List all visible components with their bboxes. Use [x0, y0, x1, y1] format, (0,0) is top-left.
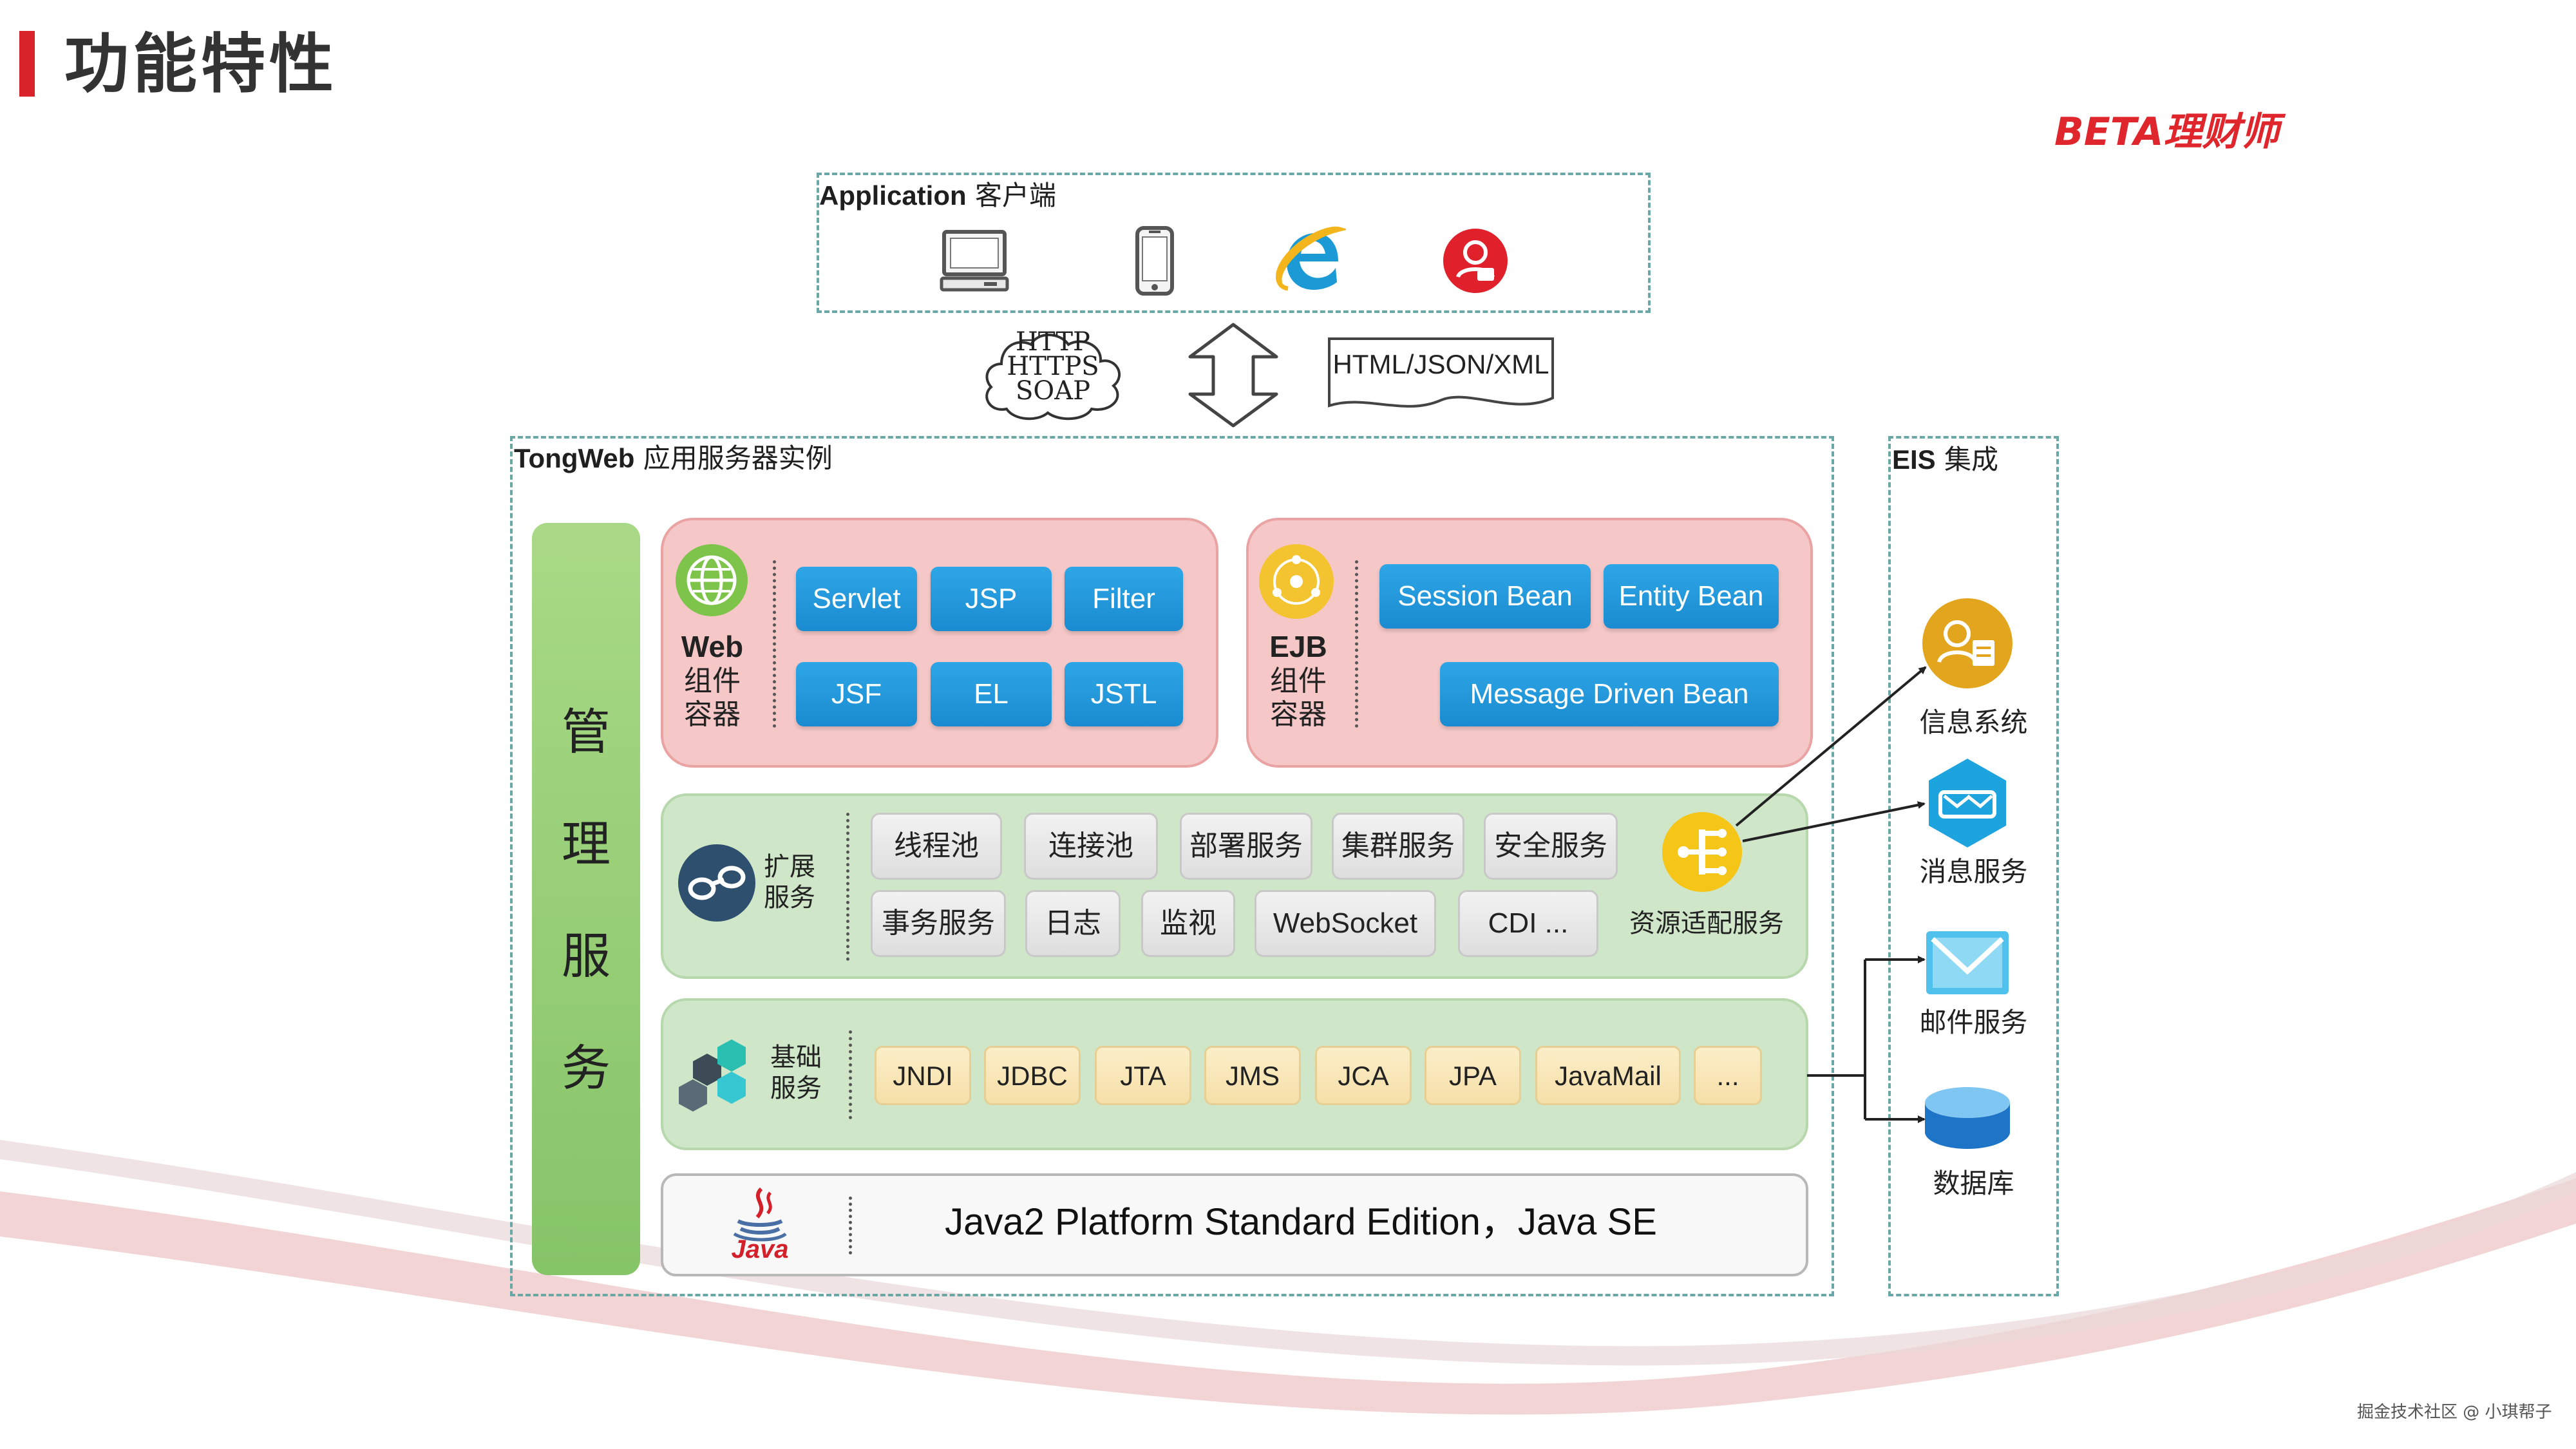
footer-wave-decoration [0, 1140, 2576, 1415]
extension-label-2: 服务 [764, 883, 815, 913]
entity-bean-button: Entity Bean [1604, 564, 1779, 629]
eis-label-database: 数据库 [1933, 1168, 2014, 1199]
jta-button: JTA [1095, 1046, 1191, 1105]
database-icon [1925, 1087, 2010, 1149]
el-button: EL [931, 662, 1052, 726]
management-service-column [532, 523, 640, 1275]
management-char-3: 服 [562, 927, 611, 985]
cluster-service-button: 集群服务 [1332, 813, 1464, 880]
extension-divider [846, 813, 849, 961]
eis-label-mail-service: 邮件服务 [1919, 1007, 2028, 1038]
mobile-phone-icon [1135, 226, 1174, 296]
ejb-container-label: EJB 组件 容器 [1253, 630, 1343, 732]
management-char-1: 管 [562, 703, 611, 761]
mail-icon [1926, 931, 2009, 994]
jsf-button: JSF [796, 662, 917, 726]
message-service-icon [1929, 759, 2006, 848]
data-format-label: HTML/JSON/XML [1332, 349, 1549, 379]
page-title: 功能特性 [64, 26, 337, 102]
jdbc-button: JDBC [984, 1046, 1081, 1105]
java-se-row [661, 1173, 1808, 1276]
websocket-button: WebSocket [1255, 890, 1436, 957]
java-divider [849, 1197, 852, 1255]
base-label: 基础 服务 [770, 1042, 822, 1104]
jsp-button: JSP [931, 567, 1052, 631]
servlet-button: Servlet [796, 567, 917, 631]
resource-adapter-label: 资源适配服务 [1629, 909, 1784, 938]
web-container-title: Web [681, 630, 744, 663]
cdi-button: CDI ... [1458, 890, 1598, 957]
jms-button: JMS [1204, 1046, 1301, 1105]
base-divider [849, 1030, 852, 1119]
server-panel-label: TongWeb 应用服务器实例 [514, 442, 833, 474]
title-accent-bar [19, 31, 35, 97]
base-label-2: 服务 [770, 1074, 822, 1103]
jndi-button: JNDI [875, 1046, 971, 1105]
ejb-container-title: EJB [1269, 630, 1327, 663]
log-button: 日志 [1025, 890, 1121, 957]
protocol-http: HTTP [1016, 327, 1090, 357]
bidirectional-arrow-icon [1188, 323, 1278, 428]
footer-watermark: 掘金技术社区 @ 小琪帮子 [2357, 1403, 2552, 1422]
resource-adapter-icon [1662, 812, 1742, 892]
info-system-icon [1922, 598, 2012, 688]
monitor-button: 监视 [1141, 890, 1235, 957]
ejb-divider [1355, 560, 1358, 728]
protocol-cloud-icon [985, 334, 1121, 421]
web-divider [773, 560, 776, 728]
eis-label-info-system: 信息系统 [1919, 706, 2028, 738]
client-panel [817, 173, 1651, 313]
management-char-2: 理 [562, 815, 611, 873]
jpa-button: JPA [1425, 1046, 1521, 1105]
session-bean-button: Session Bean [1379, 564, 1591, 629]
protocol-soap: SOAP [1016, 376, 1090, 406]
client-panel-label: Application 客户端 [819, 180, 1057, 211]
more-services-button: ... [1694, 1046, 1762, 1105]
extension-label: 扩展 服务 [764, 851, 815, 913]
web-container-label: Web 组件 容器 [667, 630, 757, 732]
web-container-sub-1: 组件 [684, 665, 741, 697]
base-label-1: 基础 [770, 1043, 822, 1072]
ejb-container-sub-1: 组件 [1270, 665, 1327, 697]
extension-label-1: 扩展 [764, 852, 815, 882]
java-logo-text: Java [731, 1235, 789, 1264]
eis-label-message-service: 消息服务 [1919, 856, 2028, 887]
base-service-hexagon-icon [679, 1039, 746, 1112]
java-se-label: Java2 Platform Standard Edition，Java SE [945, 1201, 1657, 1243]
filter-button: Filter [1065, 567, 1183, 631]
globe-icon [676, 544, 748, 616]
management-char-4: 务 [562, 1039, 611, 1097]
security-service-button: 安全服务 [1484, 813, 1618, 880]
ejb-network-icon [1259, 544, 1334, 619]
brand-logo: BETA理财师 [2054, 109, 2280, 155]
eis-integration-panel [1888, 436, 2059, 1296]
eis-panel-label: EIS 集成 [1892, 444, 1999, 475]
javamail-button: JavaMail [1535, 1046, 1681, 1105]
user-account-icon [1443, 229, 1508, 293]
extension-link-icon [678, 844, 755, 922]
data-format-box [1328, 337, 1554, 408]
message-driven-bean-button: Message Driven Bean [1440, 662, 1779, 726]
thread-pool-button: 线程池 [871, 813, 1002, 880]
transaction-service-button: 事务服务 [871, 890, 1006, 957]
web-container-sub-2: 容器 [684, 698, 741, 731]
ie-browser-icon [1276, 226, 1346, 291]
desktop-icon [940, 230, 1009, 292]
connection-pool-button: 连接池 [1024, 813, 1158, 880]
jca-button: JCA [1315, 1046, 1412, 1105]
jstl-button: JSTL [1065, 662, 1183, 726]
ejb-container-sub-2: 容器 [1270, 698, 1327, 731]
protocol-https: HTTPS [1007, 352, 1099, 381]
tongweb-server-panel [510, 436, 1834, 1296]
deploy-service-button: 部署服务 [1180, 813, 1312, 880]
protocol-list: HTTP HTTPS SOAP [976, 327, 1130, 406]
java-cup-icon [733, 1187, 787, 1242]
